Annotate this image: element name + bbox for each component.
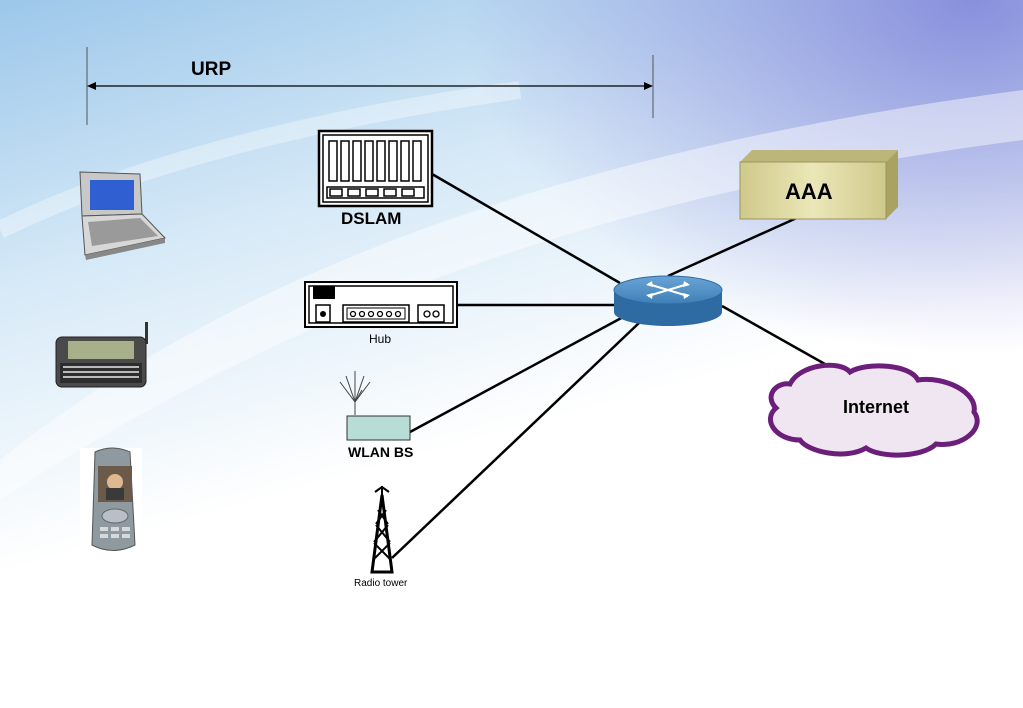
urp-span [86,47,654,125]
urp-label: URP [191,59,232,80]
hub-icon [304,281,458,328]
link-radio-router [391,321,641,559]
internet-cloud-icon [768,362,980,458]
aaa-label: AAA [785,179,833,204]
dslam-icon [317,129,434,208]
link-router-aaa [667,210,811,278]
radio-tower-label: Radio tower [354,578,408,589]
link-dslam-router [431,172,621,285]
aaa-server-icon [739,150,898,220]
laptop-icon [79,171,166,260]
wlan-label: WLAN BS [348,444,414,460]
link-router-internet [721,304,833,370]
dslam-label: DSLAM [341,209,402,228]
wlan-base-station-icon [339,371,411,441]
mobile-phone-icon [80,447,142,554]
radio-tower-icon [370,485,394,574]
link-wlan-router [409,314,626,434]
communicator-phone-icon [55,322,148,388]
router-icon [613,275,723,326]
internet-label: Internet [843,397,910,417]
hub-label: Hub [369,332,392,346]
links [391,172,833,559]
